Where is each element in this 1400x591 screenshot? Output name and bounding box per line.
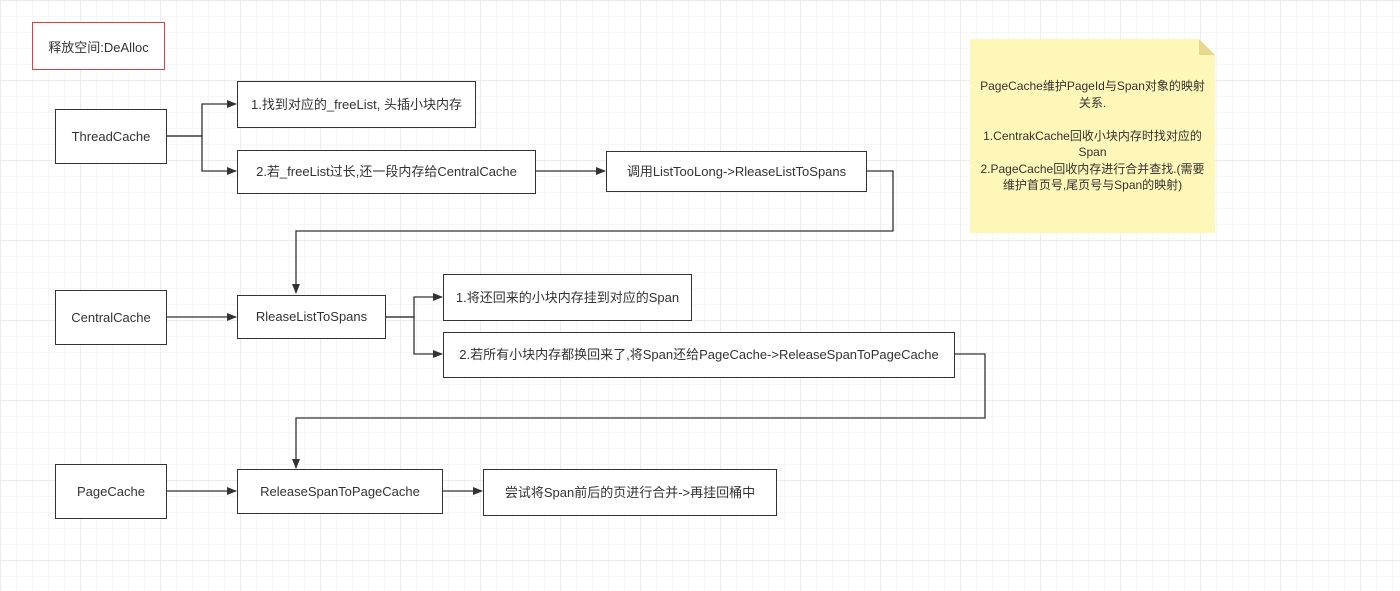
node-hang-to-span[interactable]: 1.将还回来的小块内存挂到对应的Span (443, 274, 692, 321)
node-merge-pages[interactable]: 尝试将Span前后的页进行合并->再挂回桶中 (483, 469, 777, 516)
edge-call-to-rlease-list (292, 170, 894, 294)
edge-rlease-list-to-return-span (386, 316, 443, 358)
sticky-note-text: PageCache维护PageId与Span对象的映射关系. 1.Centrak… (980, 79, 1205, 193)
diagram-title: 释放空间:DeAlloc (32, 22, 165, 70)
sticky-note: PageCache维护PageId与Span对象的映射关系. 1.Centrak… (970, 39, 1215, 233)
edge-return-span-to-release-span (292, 353, 986, 469)
node-rlease-list-to-spans[interactable]: RleaseListToSpans (237, 295, 386, 339)
node-thread-cache[interactable]: ThreadCache (55, 109, 167, 164)
edge-threadcache-to-freelist-too-long (167, 135, 237, 175)
node-central-cache[interactable]: CentralCache (55, 290, 167, 345)
node-release-span-to-page-cache[interactable]: ReleaseSpanToPageCache (237, 469, 443, 514)
edge-threadcache-to-find-freelist (167, 100, 237, 137)
node-find-freelist[interactable]: 1.找到对应的_freeList, 头插小块内存 (237, 81, 476, 128)
node-return-span[interactable]: 2.若所有小块内存都换回来了,将Span还给PageCache->Release… (443, 332, 955, 378)
node-call-list-too-long[interactable]: 调用ListTooLong->RleaseListToSpans (606, 151, 867, 192)
edge-rlease-list-to-hang-span (386, 293, 443, 318)
node-page-cache[interactable]: PageCache (55, 464, 167, 519)
node-freelist-too-long[interactable]: 2.若_freeList过长,还一段内存给CentralCache (237, 150, 536, 194)
